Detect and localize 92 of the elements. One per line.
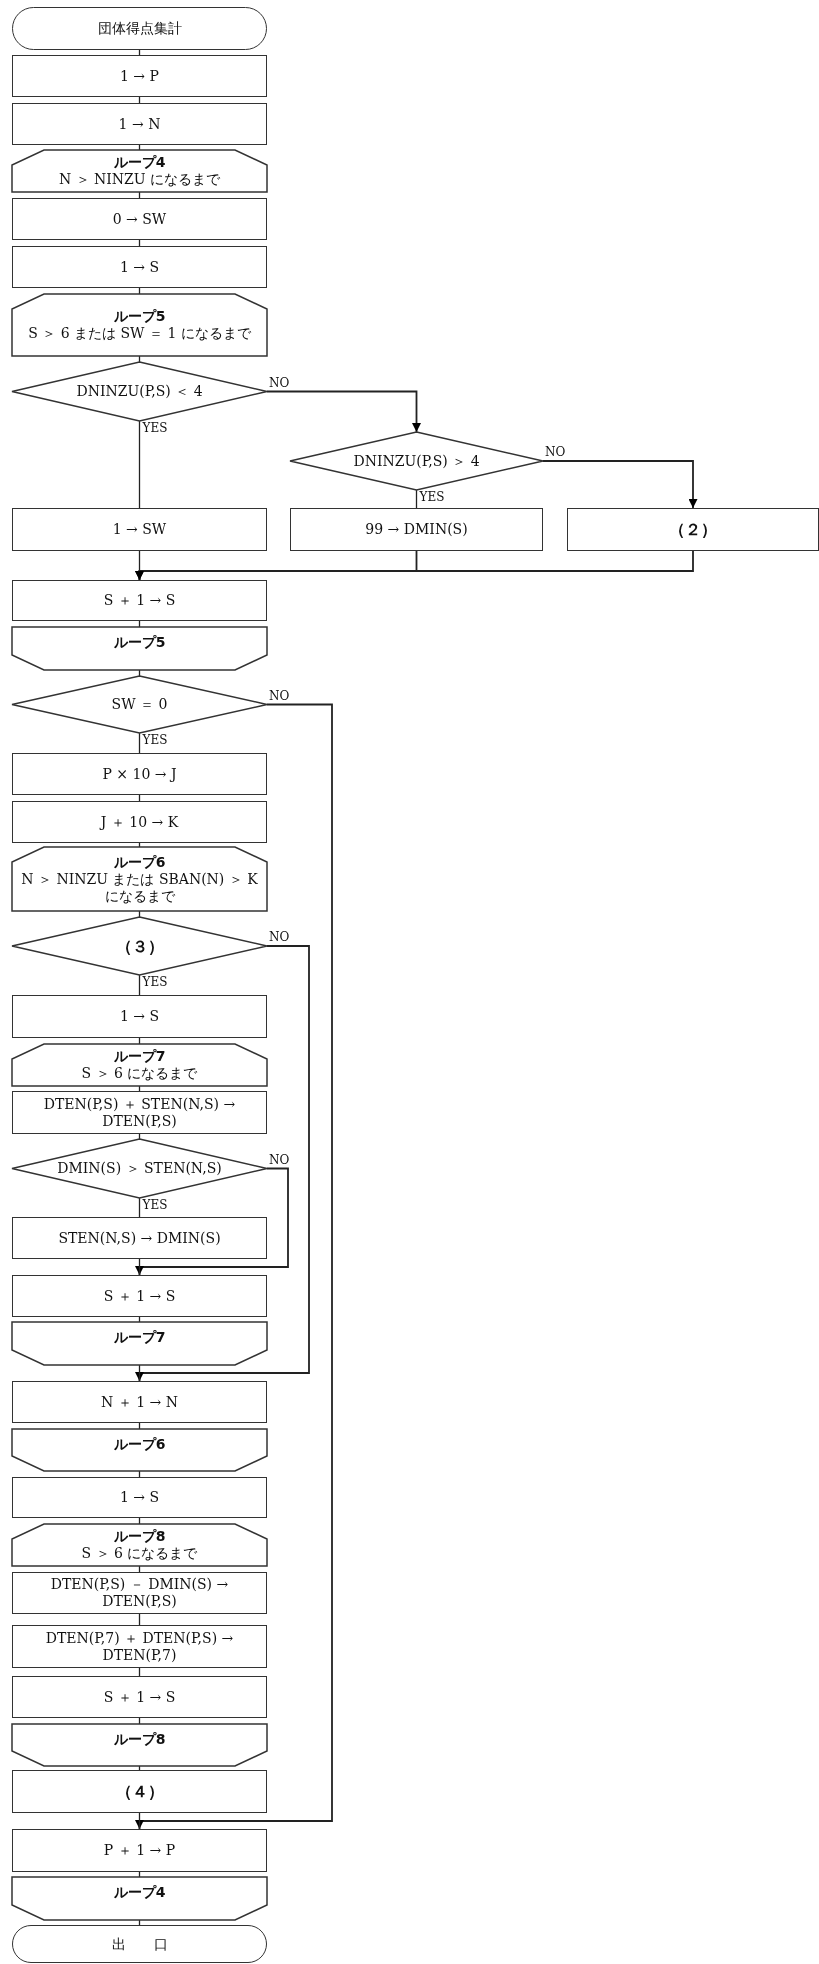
connector-line: [138, 355, 141, 363]
connector-line: [138, 1470, 141, 1478]
process-box: STEN(N,S) → DMIN(S): [12, 1217, 267, 1259]
connector-line: [138, 1422, 141, 1430]
connector-line: [138, 620, 141, 628]
edge-label: YES: [141, 734, 169, 747]
decision-diamond: SW ＝ 0: [12, 676, 267, 733]
arrow: [542, 460, 698, 509]
edge-label: YES: [141, 1199, 169, 1212]
process-box: S ＋ 1 → S: [12, 1676, 267, 1718]
decision-diamond: DMIN(S) ＞ STEN(N,S): [12, 1139, 267, 1198]
edge-label: NO: [268, 376, 291, 390]
loop-start-symbol: [12, 150, 267, 192]
loop-end-symbol: ループ5: [12, 627, 267, 670]
process-box: DTEN(P,S) ＋ STEN(N,S) → DTEN(P,S): [12, 1091, 267, 1134]
connector-line: [138, 1717, 141, 1725]
loop-name: ループ6: [112, 853, 167, 871]
loop-condition: S ＞ 6 になるまで: [80, 1545, 199, 1562]
process-box: 1 → P: [12, 55, 267, 97]
process-box: N ＋ 1 → N: [12, 1381, 267, 1423]
connector-line: [138, 1565, 141, 1573]
loop-name: ループ4: [112, 154, 167, 171]
loop-start-symbol: [12, 1524, 267, 1566]
process-box: （２）: [567, 508, 819, 551]
process-box: （４）: [12, 1770, 267, 1813]
process-box: 0 → SW: [12, 198, 267, 240]
terminal-symbol: 出 口: [12, 1925, 267, 1963]
connector-line: [138, 974, 141, 996]
loop-start-symbol: [12, 294, 267, 356]
connector-line: [138, 842, 141, 848]
connector-line: [138, 910, 141, 918]
loop-name: ループ7: [112, 1048, 167, 1065]
decision-diamond: （３）: [12, 917, 267, 975]
connector-line: [138, 669, 141, 677]
process-box: J ＋ 10 → K: [12, 801, 267, 843]
arrow: [135, 703, 333, 1830]
loop-end-symbol: ループ4: [12, 1877, 267, 1920]
edge-label: NO: [268, 931, 291, 944]
connector-line: [138, 732, 141, 754]
connector-line: [138, 287, 141, 295]
loop-end-symbol: ループ8: [12, 1724, 267, 1766]
loop-condition: S ＞ 6 になるまで: [80, 1065, 199, 1082]
decision-diamond: DNINZU(P,S) ＜ 4: [12, 362, 267, 421]
connector-line: [138, 1919, 141, 1926]
edge-label: YES: [141, 976, 169, 989]
process-box: S ＋ 1 → S: [12, 1275, 267, 1317]
process-box: 1 → S: [12, 1477, 267, 1518]
process-box: 1 → SW: [12, 508, 267, 551]
connector-line: [138, 1037, 141, 1045]
process-box: 99 → DMIN(S): [290, 508, 543, 551]
process-box: P ＋ 1 → P: [12, 1829, 267, 1872]
decision-diamond: DNINZU(P,S) ＞ 4: [290, 432, 543, 490]
loop-start-symbol: [12, 847, 267, 911]
connector-line: [138, 144, 141, 151]
loop-condition: N ＞ NINZU または SBAN(N) ＞ K になるまで: [20, 870, 259, 905]
edge-label: NO: [544, 446, 567, 459]
process-box: 1 → S: [12, 246, 267, 288]
connector-line: [138, 96, 141, 104]
process-box: 1 → S: [12, 995, 267, 1038]
loop-condition: S ＞ 6 または SW ＝ 1 になるまで: [27, 325, 252, 342]
process-box: DTEN(P,S) － DMIN(S) → DTEN(P,S): [12, 1572, 267, 1614]
connector-line: [138, 1197, 141, 1218]
connector-line: [138, 1316, 141, 1323]
edge-label: NO: [268, 689, 291, 703]
connector-line: [138, 1517, 141, 1525]
loop-name: ループ8: [112, 1528, 167, 1545]
edge-label: YES: [418, 491, 446, 504]
loop-end-symbol: ループ6: [12, 1429, 267, 1471]
arrow: [266, 390, 421, 433]
process-box: P × 10 → J: [12, 753, 267, 795]
process-box: S ＋ 1 → S: [12, 580, 267, 621]
process-box: DTEN(P,7) ＋ DTEN(P,S) → DTEN(P,7): [12, 1625, 267, 1668]
edge-label: NO: [268, 1153, 291, 1167]
connector-line: [138, 1085, 141, 1092]
connector-line: [138, 420, 141, 509]
loop-end-symbol: ループ7: [12, 1322, 267, 1365]
loop-start-symbol: [12, 1044, 267, 1086]
connector-line: [138, 1765, 141, 1771]
connector-line: [138, 49, 141, 56]
edge-label: YES: [141, 422, 169, 435]
arrow: [135, 550, 694, 581]
arrow: [135, 1167, 289, 1276]
arrow: [135, 945, 310, 1382]
connector-line: [138, 1871, 141, 1878]
connector-line: [138, 794, 141, 802]
process-box: 1 → N: [12, 103, 267, 145]
loop-condition: N ＞ NINZU になるまで: [57, 171, 222, 188]
connector-line: [138, 239, 141, 247]
connector-line: [138, 1133, 141, 1140]
loop-name: ループ5: [112, 308, 167, 325]
connector-line: [138, 191, 141, 199]
terminal-symbol: 団体得点集計: [12, 7, 267, 50]
